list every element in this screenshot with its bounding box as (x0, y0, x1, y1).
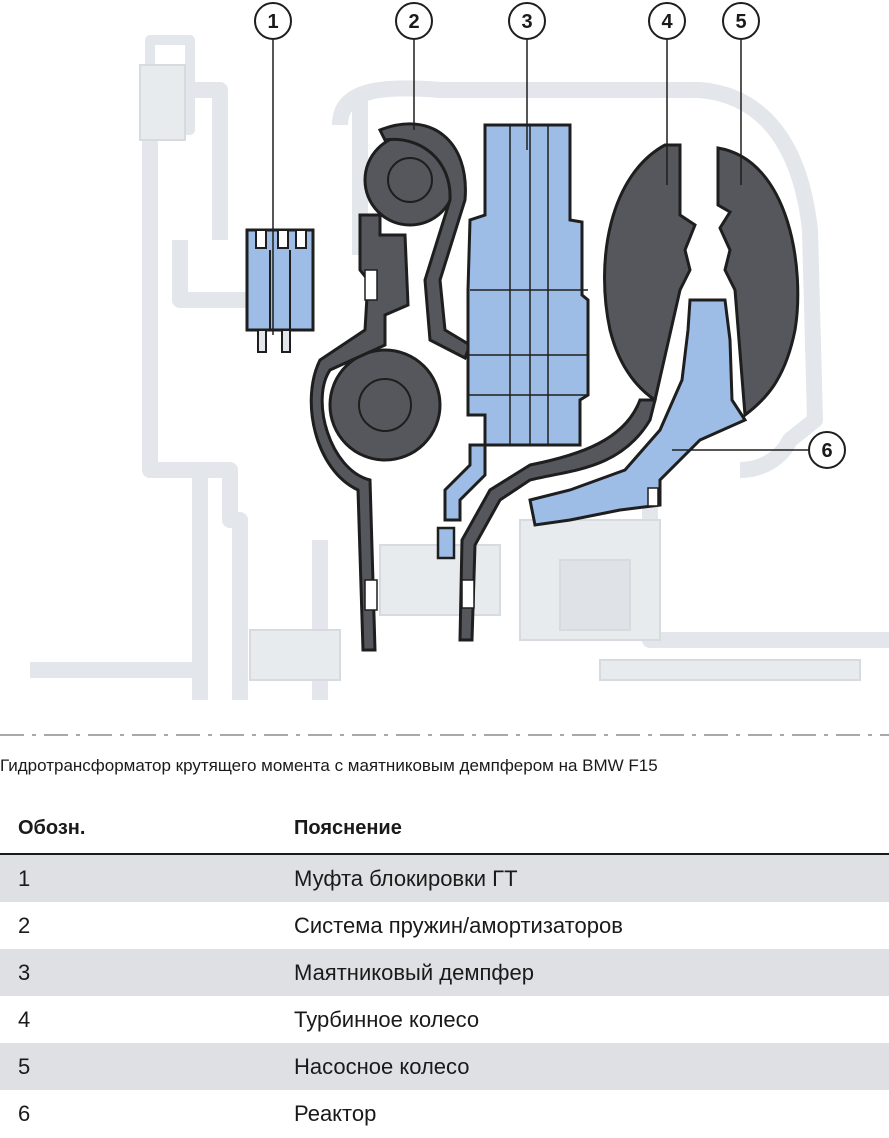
figure-caption: Гидротрансформатор крутящего момента с м… (0, 756, 658, 775)
legend-row-id: 3 (0, 949, 294, 996)
legend-table: Обозн. Пояснение 1 Муфта блокировки ГТ 2… (0, 803, 889, 1137)
svg-text:2: 2 (408, 11, 419, 33)
legend-row-text: Насосное колесо (294, 1043, 889, 1090)
legend-row: 2 Система пружин/амортизаторов (0, 902, 889, 949)
legend-row-text: Маятниковый демпфер (294, 949, 889, 996)
housing-blocks (139, 64, 861, 681)
callout-1: 1 (254, 2, 292, 40)
legend-row-id: 2 (18, 912, 31, 938)
turbine-wheel-part (458, 143, 697, 642)
legend-row-text: Муфта блокировки ГТ (294, 854, 889, 902)
svg-text:4: 4 (661, 11, 673, 33)
legend-row-text: Турбинное колесо (294, 1006, 480, 1032)
svg-text:1: 1 (267, 11, 278, 33)
reactor-part (528, 298, 748, 527)
legend-header-id: Обозн. (0, 803, 294, 855)
legend-row: 3 Маятниковый демпфер (0, 949, 889, 996)
pump-wheel-part (716, 146, 800, 418)
pendulum-damper-part (436, 123, 590, 560)
svg-text:6: 6 (821, 440, 832, 462)
legend-row: 5 Насосное колесо (0, 1043, 889, 1090)
svg-text:3: 3 (521, 11, 532, 33)
legend-row-id: 4 (18, 1006, 31, 1032)
legend-row: 1 Муфта блокировки ГТ (0, 854, 889, 902)
legend-header-description: Пояснение (294, 803, 889, 855)
legend-row: 6 Реактор (0, 1090, 889, 1137)
legend-row-id: 5 (0, 1043, 294, 1090)
lockup-clutch-part (245, 228, 315, 353)
legend-row: 4 Турбинное колесо (0, 996, 889, 1043)
callout-2: 2 (395, 2, 433, 40)
legend-row-id: 6 (18, 1100, 31, 1126)
callout-3: 3 (508, 2, 546, 40)
callout-6: 6 (808, 431, 846, 469)
callout-leaders (272, 40, 808, 451)
legend-row-text: Реактор (294, 1100, 377, 1126)
svg-text:5: 5 (735, 11, 746, 33)
legend-header-row: Обозн. Пояснение (0, 803, 889, 855)
legend-row-id: 1 (0, 854, 294, 902)
callout-5: 5 (722, 2, 760, 40)
callout-4: 4 (648, 2, 686, 40)
legend-row-text: Система пружин/амортизаторов (294, 912, 623, 938)
torque-converter-diagram: 1 2 3 4 5 6 (0, 2, 889, 736)
